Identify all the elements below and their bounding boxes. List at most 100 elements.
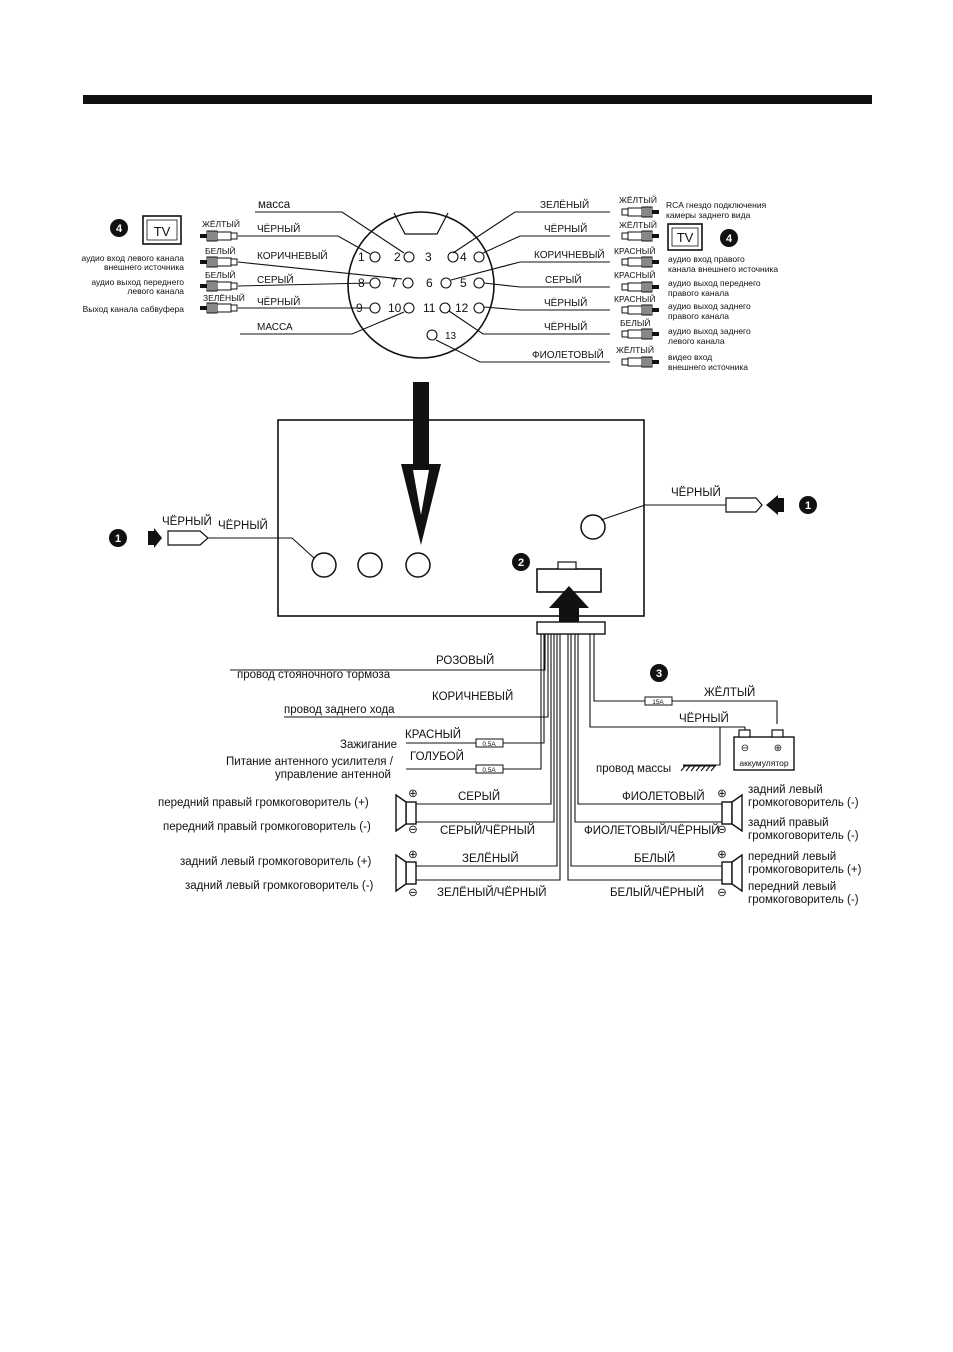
din-connector: 1 2 3 4 8 7 6 5 9 10 11 12 13 <box>347 211 495 359</box>
wire-pink: РОЗОВЫЙ <box>436 654 494 667</box>
rca-right-2-color: ЖЁЛТЫЙ <box>619 219 657 230</box>
arrow-down <box>401 382 441 545</box>
battery-icon: ⊖ ⊕ аккумулятор <box>733 729 795 771</box>
wire-gray-r: СЕРЫЙ <box>545 273 582 286</box>
din-right-wires: ЗЕЛЁНЫЙ ЧЁРНЫЙ КОРИЧНЕВЫЙ СЕРЫЙ ЧЁРНЫЙ Ч… <box>435 198 610 363</box>
wire-white-black: БЕЛЫЙ/ЧЁРНЫЙ <box>610 886 704 899</box>
wire-gray: СЕРЫЙ <box>257 273 294 286</box>
top-rule <box>83 95 872 104</box>
desc-rr-1: задний правый <box>748 817 829 829</box>
pin-6: 6 <box>426 276 433 290</box>
svg-text:TV: TV <box>677 230 694 245</box>
pin-5: 5 <box>460 276 467 290</box>
desc-antenna-2: управление антенной <box>275 769 391 781</box>
svg-text:⊕: ⊕ <box>717 788 727 800</box>
wire-green: ЗЕЛЁНЫЙ <box>540 198 589 211</box>
right-desc-2b: канала внешнего источника <box>668 264 778 274</box>
badge-1-left <box>109 529 127 547</box>
desc-rr-2: громкоговоритель (-) <box>748 830 859 842</box>
speaker-front-left: ⊕ ⊖ <box>717 849 743 899</box>
wire-red: КРАСНЫЙ <box>405 728 461 741</box>
svg-text:⊕: ⊕ <box>408 849 418 861</box>
rca-right-6-color: БЕЛЫЙ <box>620 317 650 328</box>
battery-label: аккумулятор <box>739 758 789 768</box>
right-ground-wire: 1 ЧЁРНЫЙ <box>600 486 817 521</box>
svg-text:⊖: ⊖ <box>717 887 727 899</box>
badge-4-right <box>720 229 738 247</box>
svg-text:1: 1 <box>115 533 121 545</box>
right-desc-6a: видео вход <box>668 352 712 362</box>
wire-black-1: ЧЁРНЫЙ <box>257 222 300 235</box>
svg-text:TV: TV <box>154 224 171 239</box>
svg-text:⊖: ⊖ <box>408 887 418 899</box>
desc-fl-minus-1: передний левый <box>748 881 836 893</box>
rca-left-2-color: БЕЛЫЙ <box>205 245 235 256</box>
pin-3: 3 <box>425 250 432 264</box>
socket-right <box>580 514 606 540</box>
fuse-red: 0.5A <box>475 738 504 748</box>
pin-11: 11 <box>423 301 436 315</box>
label-black-left-a: ЧЁРНЫЙ <box>162 515 212 528</box>
rca-left-1-color: ЖЁЛТЫЙ <box>202 218 240 229</box>
wire-brown-r: КОРИЧНЕВЫЙ <box>534 248 605 261</box>
wire-white: БЕЛЫЙ <box>634 852 675 865</box>
svg-text:2: 2 <box>518 557 524 569</box>
desc-reverse: провод заднего хода <box>284 704 395 716</box>
desc-fl-plus-1: передний левый <box>748 851 836 863</box>
svg-text:0.5A: 0.5A <box>482 767 496 774</box>
wire-gray-black: СЕРЫЙ/ЧЁРНЫЙ <box>440 824 535 837</box>
desc-antenna-1: Питание антенного усилителя / <box>226 756 394 768</box>
wire-black-2: ЧЁРНЫЙ <box>257 295 300 308</box>
wire-black-r2: ЧЁРНЫЙ <box>544 296 587 309</box>
left-desc-2a: аудио выход переднего <box>91 277 184 287</box>
wire-green-black: ЗЕЛЁНЫЙ/ЧЁРНЫЙ <box>437 886 547 899</box>
svg-text:⊖: ⊖ <box>741 743 749 754</box>
svg-text:4: 4 <box>116 223 123 235</box>
ground-icon <box>680 765 716 772</box>
wire-black-r1: ЧЁРНЫЙ <box>544 222 587 235</box>
rca-right-3-color: КРАСНЫЙ <box>614 245 655 256</box>
wire-green-h: ЗЕЛЁНЫЙ <box>462 852 519 865</box>
fuse-yellow: 15A <box>644 696 673 706</box>
right-rca-group: ЖЁЛТЫЙ ЖЁЛТЫЙ КРАСНЫЙ КРАСНЫЙ КРАСНЫЙ БЕ… <box>614 194 778 372</box>
left-rca-group: ЖЁЛТЫЙ БЕЛЫЙ БЕЛЫЙ ЗЕЛЁНЫЙ аудио вход ле… <box>81 215 245 314</box>
right-desc-1b: камеры заднего вида <box>666 210 751 220</box>
svg-text:⊖: ⊖ <box>408 824 418 836</box>
rca-left-4-color: ЗЕЛЁНЫЙ <box>203 292 245 303</box>
desc-rl-r-1: задний левый <box>748 784 823 796</box>
desc-fr-minus: передний правый громкоговоритель (-) <box>163 821 371 833</box>
wire-violet: ФИОЛЕТОВЫЙ <box>532 348 604 361</box>
svg-text:3: 3 <box>656 668 662 680</box>
svg-text:4: 4 <box>726 233 733 245</box>
svg-text:1: 1 <box>805 500 811 512</box>
desc-rl-plus: задний левый громкоговоритель (+) <box>180 856 371 868</box>
right-desc-3b: правого канала <box>668 288 729 298</box>
svg-text:15A: 15A <box>652 699 664 706</box>
pin-12: 12 <box>455 301 469 315</box>
socket-2 <box>357 552 383 578</box>
head-unit: 2 <box>277 419 645 622</box>
wire-mass-bottom: МАССА <box>257 322 293 333</box>
speaker-front-right: ⊕ ⊖ <box>395 788 418 836</box>
desc-parking: провод стояночного тормоза <box>237 669 391 681</box>
right-desc-6b: внешнего источника <box>668 362 748 372</box>
svg-text:0.5A: 0.5A <box>482 741 496 748</box>
wire-violet-h: ФИОЛЕТОВЫЙ <box>622 790 705 803</box>
desc-fl-plus-2: громкоговоритель (+) <box>748 864 862 876</box>
pin-1: 1 <box>358 250 365 264</box>
rca-right-1-color: ЖЁЛТЫЙ <box>619 194 657 205</box>
right-desc-4a: аудио выход заднего <box>668 301 751 311</box>
wire-mass-top: масса <box>258 199 291 211</box>
right-desc-1a: RCA гнездо подключения <box>666 200 767 210</box>
badge-4-left <box>110 219 128 237</box>
label-black-right: ЧЁРНЫЙ <box>671 486 721 499</box>
right-desc-3a: аудио выход переднего <box>668 278 761 288</box>
right-desc-4b: правого канала <box>668 311 729 321</box>
right-desc-2a: аудио вход правого <box>668 254 745 264</box>
svg-text:⊖: ⊖ <box>717 824 727 836</box>
desc-ground: провод массы <box>596 763 671 775</box>
svg-text:⊕: ⊕ <box>408 788 418 800</box>
wire-blue: ГОЛУБОЙ <box>410 750 464 763</box>
wire-brown-h: КОРИЧНЕВЫЙ <box>432 690 513 703</box>
